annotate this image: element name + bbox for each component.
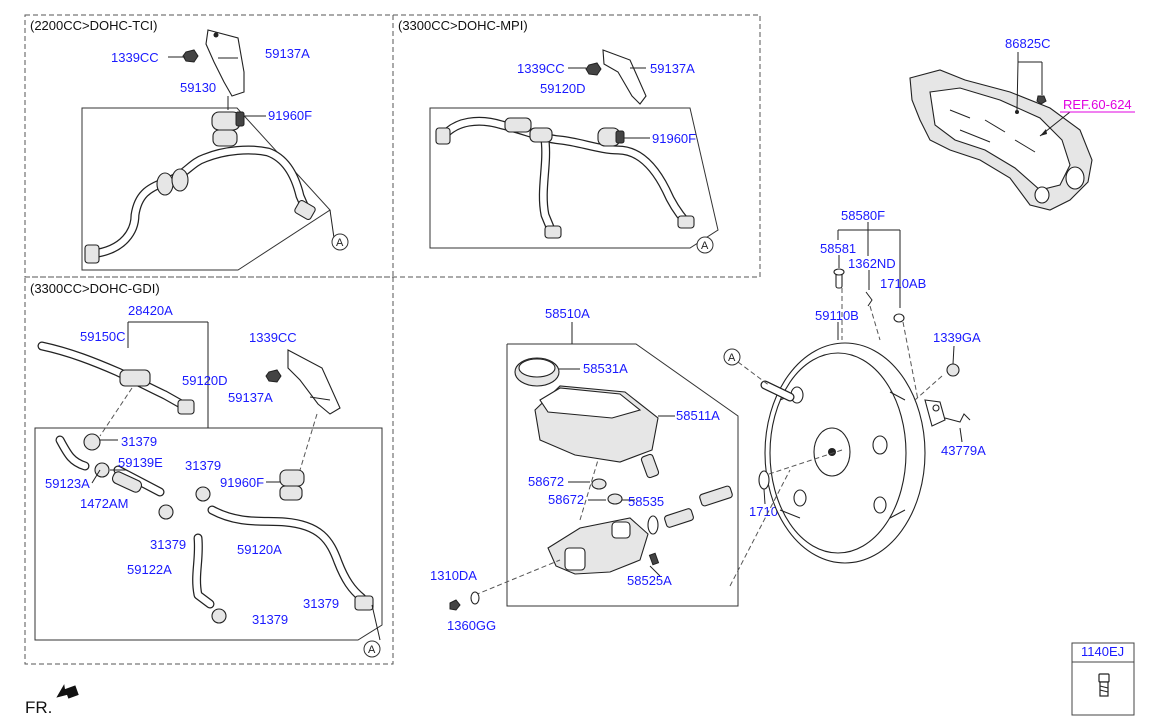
part-label[interactable]: 58535 — [628, 494, 664, 509]
part-label[interactable]: 91960F — [220, 475, 264, 490]
master-cylinder-assembly — [449, 322, 739, 611]
connector-label: A — [701, 240, 709, 252]
part-label[interactable]: 59120D — [182, 373, 228, 388]
part-label[interactable]: 59137A — [650, 61, 695, 76]
gdi-hose-assembly — [34, 321, 383, 641]
connector-a-tci: A — [331, 233, 349, 251]
part-label[interactable]: 1339CC — [249, 330, 297, 345]
part-label[interactable]: 59150C — [80, 329, 126, 344]
section-title-gdi: (3300CC>DOHC-GDI) — [30, 281, 160, 296]
part-label[interactable]: 58672 — [528, 474, 564, 489]
legend-part-label[interactable]: 1140EJ — [1081, 644, 1124, 659]
part-label[interactable]: 58580F — [841, 208, 885, 223]
part-label[interactable]: 59137A — [265, 46, 310, 61]
part-label[interactable]: 1339CC — [111, 50, 159, 65]
bolt-icon — [1098, 673, 1110, 697]
part-label[interactable]: 1710AB — [880, 276, 926, 291]
section-title-mpi: (3300CC>DOHC-MPI) — [398, 18, 528, 33]
part-label[interactable]: 1472AM — [80, 496, 128, 511]
part-label[interactable]: 91960F — [268, 108, 312, 123]
part-label[interactable]: 59122A — [127, 562, 172, 577]
part-label[interactable]: 59123A — [45, 476, 90, 491]
tci-hose-assembly — [81, 29, 335, 271]
section-title-tci: (2200CC>DOHC-TCI) — [30, 18, 158, 33]
part-label[interactable]: 59120A — [237, 542, 282, 557]
section-frames — [24, 14, 1135, 716]
part-label[interactable]: 31379 — [185, 458, 221, 473]
part-label[interactable]: 58531A — [583, 361, 628, 376]
part-label[interactable]: 58511A — [676, 408, 720, 423]
part-label[interactable]: 1310DA — [430, 568, 477, 583]
mpi-hose-assembly — [429, 49, 719, 249]
part-label[interactable]: 31379 — [121, 434, 157, 449]
part-label[interactable]: 59137A — [228, 390, 273, 405]
connector-a-gdi: A — [363, 640, 381, 658]
dash-panel — [909, 52, 1135, 211]
part-label[interactable]: 59110B — [815, 308, 859, 323]
connector-a-mpi: A — [696, 236, 714, 254]
front-arrow-icon — [56, 684, 79, 699]
part-label[interactable]: 43779A — [941, 443, 986, 458]
part-label[interactable]: 91960F — [652, 131, 696, 146]
part-label[interactable]: 1360GG — [447, 618, 496, 633]
part-label[interactable]: 58510A — [545, 306, 590, 321]
part-label[interactable]: 1362ND — [848, 256, 896, 271]
connector-label: A — [368, 644, 376, 656]
part-label[interactable]: 58672 — [548, 492, 584, 507]
connector-label: A — [336, 237, 344, 249]
part-label[interactable]: 1339CC — [517, 61, 565, 76]
part-label[interactable]: 1339GA — [933, 330, 981, 345]
part-label[interactable]: 86825C — [1005, 36, 1051, 51]
brake-booster-assembly — [729, 222, 971, 587]
part-label[interactable]: 58581 — [820, 241, 856, 256]
part-label[interactable]: 28420A — [128, 303, 173, 318]
part-label[interactable]: 59139E — [118, 455, 163, 470]
part-label[interactable]: 59120D — [540, 81, 586, 96]
connector-a-booster: A — [723, 348, 741, 366]
part-label[interactable]: 59130 — [180, 80, 216, 95]
connector-label: A — [728, 352, 736, 364]
part-label[interactable]: 31379 — [252, 612, 288, 627]
part-label[interactable]: 31379 — [150, 537, 186, 552]
ref-label[interactable]: REF.60-624 — [1063, 97, 1132, 112]
part-label[interactable]: 58525A — [627, 573, 672, 588]
part-label[interactable]: 31379 — [303, 596, 339, 611]
front-label: FR. — [25, 698, 52, 717]
